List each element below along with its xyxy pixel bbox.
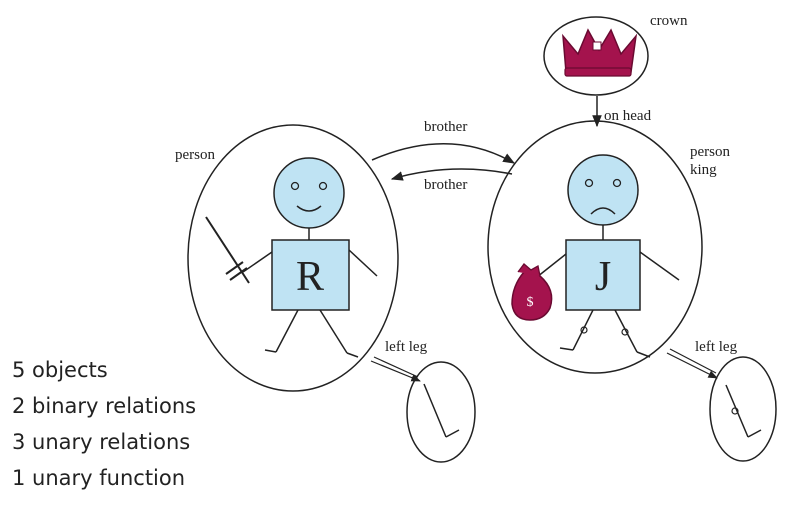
left-leg-arrow-j	[666, 352, 718, 379]
brother-label-bottom: brother	[424, 177, 467, 193]
smiling-face-icon	[273, 157, 345, 229]
summary-notes: 5 objects 2 binary relations 3 unary rel…	[12, 352, 196, 496]
left-leg-arrow-j-a	[669, 348, 717, 374]
frowning-face-icon	[567, 154, 639, 226]
brother-arrow-j-to-r	[390, 168, 513, 181]
note-objects: 5 objects	[12, 358, 108, 382]
on-head-label: on head	[604, 108, 652, 124]
left-leg-object-j	[709, 356, 777, 462]
r-letter: R	[296, 254, 324, 300]
bag-symbol: $	[527, 295, 534, 310]
left-leg-arrow-r	[370, 360, 421, 382]
left-leg-label-j: left leg	[695, 339, 738, 355]
person-r-object: R	[187, 124, 399, 392]
j-letter: J	[595, 254, 611, 300]
crown-icon	[562, 28, 638, 77]
crown-label: crown	[650, 13, 688, 29]
left-leg-arrow-r-a	[373, 356, 419, 378]
person-label-left: person	[175, 147, 215, 163]
left-leg-object-r	[406, 361, 476, 463]
sword-icon	[205, 216, 250, 284]
note-unary-function: 1 unary function	[12, 466, 186, 490]
crown-object	[543, 16, 649, 96]
left-leg-label-r: left leg	[385, 339, 428, 355]
king-label: king	[690, 162, 717, 178]
person-j-object: J $	[487, 120, 703, 374]
note-unary-relations: 3 unary relations	[12, 430, 191, 454]
brother-label-top: brother	[424, 119, 467, 135]
brother-arrow-r-to-j	[371, 142, 516, 164]
person-label-right: person	[690, 144, 730, 160]
money-bag-icon: $	[511, 263, 553, 321]
note-binary-relations: 2 binary relations	[12, 394, 197, 418]
